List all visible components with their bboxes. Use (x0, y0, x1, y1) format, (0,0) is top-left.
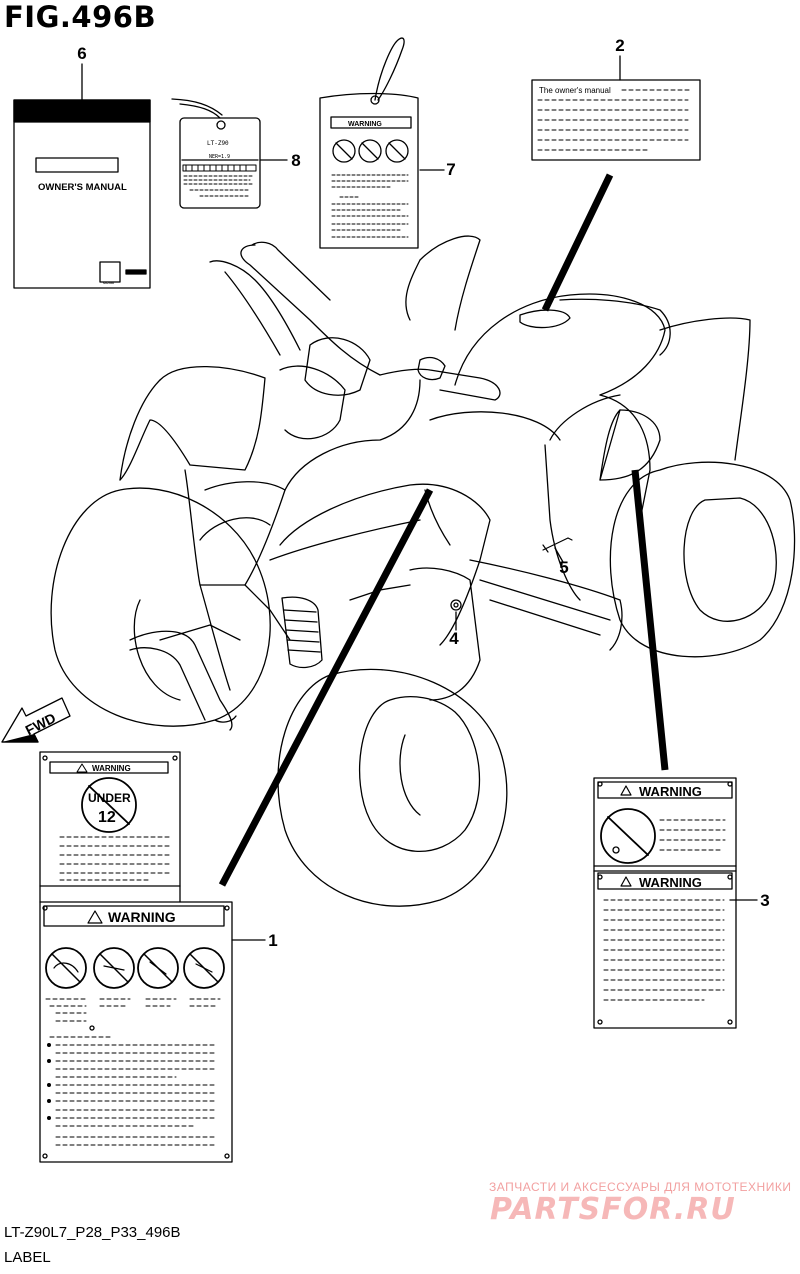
callout-1: 1 (268, 931, 278, 950)
leader-lines (81, 55, 758, 941)
callout-7: 7 (446, 160, 456, 179)
label3-top-warning: WARNING (639, 784, 702, 799)
fwd-text: FWD (23, 710, 59, 739)
tag-model: LT-Z90 (207, 140, 229, 147)
callout-2: 2 (615, 36, 625, 55)
callout-6: 6 (77, 44, 87, 63)
thick-pointer-lines (218, 173, 669, 887)
figure-title: FIG.496B (4, 0, 157, 34)
label1-top-warning: WARNING (92, 764, 131, 773)
label3-mid-warning: WARNING (639, 875, 702, 890)
brand-mark: SUZUKI (103, 281, 114, 285)
callout-5: 5 (559, 558, 569, 577)
manual-cover-title: OWNER'S MANUAL (38, 182, 127, 193)
owners-manual-label (531, 79, 701, 161)
warning-label-3 (593, 777, 737, 1029)
callout-3: 3 (760, 891, 770, 910)
owners-manual-book (13, 99, 151, 289)
figure-name: LABEL (4, 1249, 51, 1266)
under12-top: UNDER (88, 791, 131, 805)
label1-main-warning: WARNING (108, 909, 176, 925)
model-hang-tag (171, 98, 261, 209)
figure-code: LT-Z90L7_P28_P33_496B (4, 1224, 181, 1241)
tag-ratio: NER=1.9 (209, 154, 230, 160)
atv-drawing (50, 235, 796, 907)
watermark-logo: PARTSFOR.RU (490, 1192, 736, 1227)
manual-label-text: The owner's manual (539, 86, 611, 95)
callout-4: 4 (449, 629, 459, 648)
tag-warning-text: WARNING (348, 121, 382, 128)
callout-8: 8 (291, 151, 301, 170)
watermark-tagline: ЗАПЧАСТИ И АКСЕССУАРЫ ДЛЯ МОТОТЕХНИКИ (489, 1180, 792, 1194)
warning-hang-tag (319, 37, 419, 249)
fwd-arrow (1, 697, 71, 743)
warning-label-1 (39, 751, 233, 1163)
under12-num: 12 (98, 809, 116, 826)
